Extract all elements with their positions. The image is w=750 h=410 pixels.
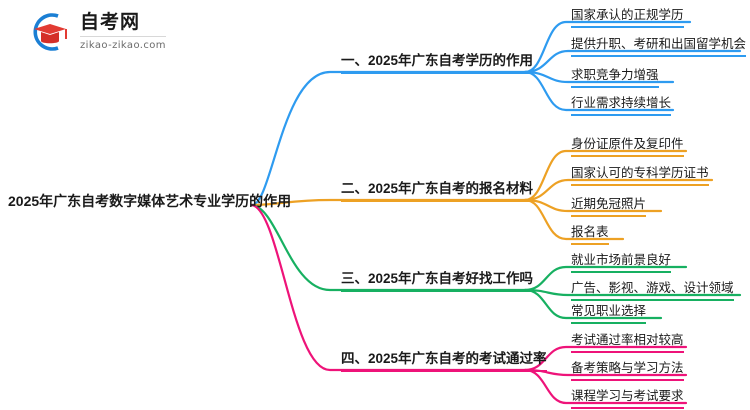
- leaf-node-4-3[interactable]: 课程学习与考试要求: [571, 385, 684, 409]
- leaf-node-1-2[interactable]: 提供升职、考研和出国留学机会: [571, 33, 747, 57]
- leaf-node-2-2[interactable]: 国家认可的专科学历证书: [571, 162, 709, 186]
- branch-node-2[interactable]: 二、2025年广东自考的报名材料: [341, 177, 534, 202]
- logo-title: 自考网: [80, 12, 166, 37]
- root-node[interactable]: 2025年广东自考数字媒体艺术专业学历的作用: [8, 193, 292, 209]
- branch-node-1[interactable]: 一、2025年广东自考学历的作用: [341, 49, 534, 74]
- leaf-node-4-1[interactable]: 考试通过率相对较高: [571, 329, 684, 353]
- leaf-node-1-1[interactable]: 国家承认的正规学历: [571, 4, 684, 28]
- site-logo: 自考网 zikao-zikao.com: [28, 8, 238, 56]
- leaf-node-3-2[interactable]: 广告、影视、游戏、设计领域: [571, 277, 734, 301]
- leaf-node-2-4[interactable]: 报名表: [571, 221, 609, 245]
- leaf-node-2-1[interactable]: 身份证原件及复印件: [571, 133, 684, 157]
- branch-node-4[interactable]: 四、2025年广东自考的考试通过率: [341, 347, 547, 372]
- leaf-node-1-3[interactable]: 求职竞争力增强: [571, 64, 659, 88]
- logo-subtitle: zikao-zikao.com: [80, 39, 166, 51]
- branch-node-3[interactable]: 三、2025年广东自考好找工作吗: [341, 267, 534, 292]
- leaf-node-3-1[interactable]: 就业市场前景良好: [571, 249, 672, 273]
- logo-text-block: 自考网 zikao-zikao.com: [80, 12, 166, 51]
- graduation-cap-logo-icon: [28, 11, 74, 53]
- leaf-node-1-4[interactable]: 行业需求持续增长: [571, 92, 672, 116]
- leaf-node-2-3[interactable]: 近期免冠照片: [571, 193, 647, 217]
- leaf-node-4-2[interactable]: 备考策略与学习方法: [571, 357, 684, 381]
- leaf-node-3-3[interactable]: 常见职业选择: [571, 300, 647, 324]
